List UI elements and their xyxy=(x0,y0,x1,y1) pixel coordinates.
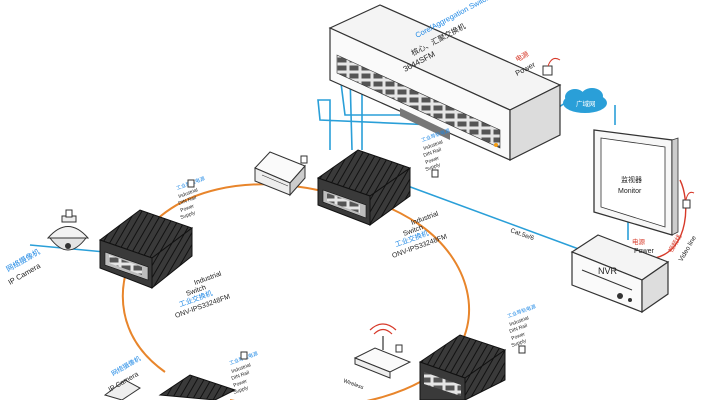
wireless-ap-icon xyxy=(353,323,412,379)
center-switch-en1: Industrial xyxy=(410,210,440,226)
nvr-power-cn: 电源 xyxy=(632,237,646,246)
cat5e-label: Cat.5e/6 xyxy=(509,227,535,242)
psu-right-en3: Power xyxy=(511,331,527,342)
psu-right-en4: Supply xyxy=(511,338,528,349)
fiber-ring xyxy=(121,183,471,400)
left-switch-en1: Industrial xyxy=(193,270,223,286)
psu-top-en3: Power xyxy=(425,155,441,166)
psu-left-en3: Power xyxy=(180,203,196,214)
video-line-cable xyxy=(654,179,687,259)
monitor-label-cn: 监视器 xyxy=(621,175,642,184)
din-rail-psu-top xyxy=(254,151,306,197)
wireless-plug-icon xyxy=(395,344,403,353)
psu-right-plug-icon xyxy=(518,345,526,354)
right-industrial-switch xyxy=(418,334,507,400)
dome-camera-icon xyxy=(46,215,90,251)
monitor-device xyxy=(593,129,679,236)
psu-top-plug-icon xyxy=(300,155,308,164)
psu-bottom-en3: Power xyxy=(233,378,249,389)
cloud-label: 广域网 xyxy=(576,99,596,108)
core-switch-status-led xyxy=(494,143,498,147)
nvr-power-en: Power xyxy=(634,248,655,255)
psu-bottom-plug-icon xyxy=(240,351,248,360)
monitor-power-plug-icon xyxy=(682,191,695,209)
psu-left-plug-icon xyxy=(187,179,195,188)
nvr-label: NVR xyxy=(598,266,618,276)
core-switch xyxy=(328,4,562,161)
psu-bottom-en4: Supply xyxy=(233,385,250,396)
monitor-label-en: Monitor xyxy=(618,188,642,195)
psu-top-en4: Supply xyxy=(425,162,442,173)
wan-cloud-icon xyxy=(563,88,607,113)
power-plug-icon xyxy=(542,58,561,76)
left-industrial-switch xyxy=(98,209,194,290)
psu-left-en4: Supply xyxy=(180,210,197,221)
nvr-device xyxy=(570,234,670,314)
wireless-label: Wireless xyxy=(342,378,364,391)
center-industrial-switch xyxy=(316,149,412,226)
dome-camera-plug-icon xyxy=(65,209,73,218)
bottom-left-industrial-switch xyxy=(158,374,237,400)
psu-top-small-plug-icon xyxy=(431,169,439,178)
bullet-camera-icon xyxy=(103,379,141,400)
